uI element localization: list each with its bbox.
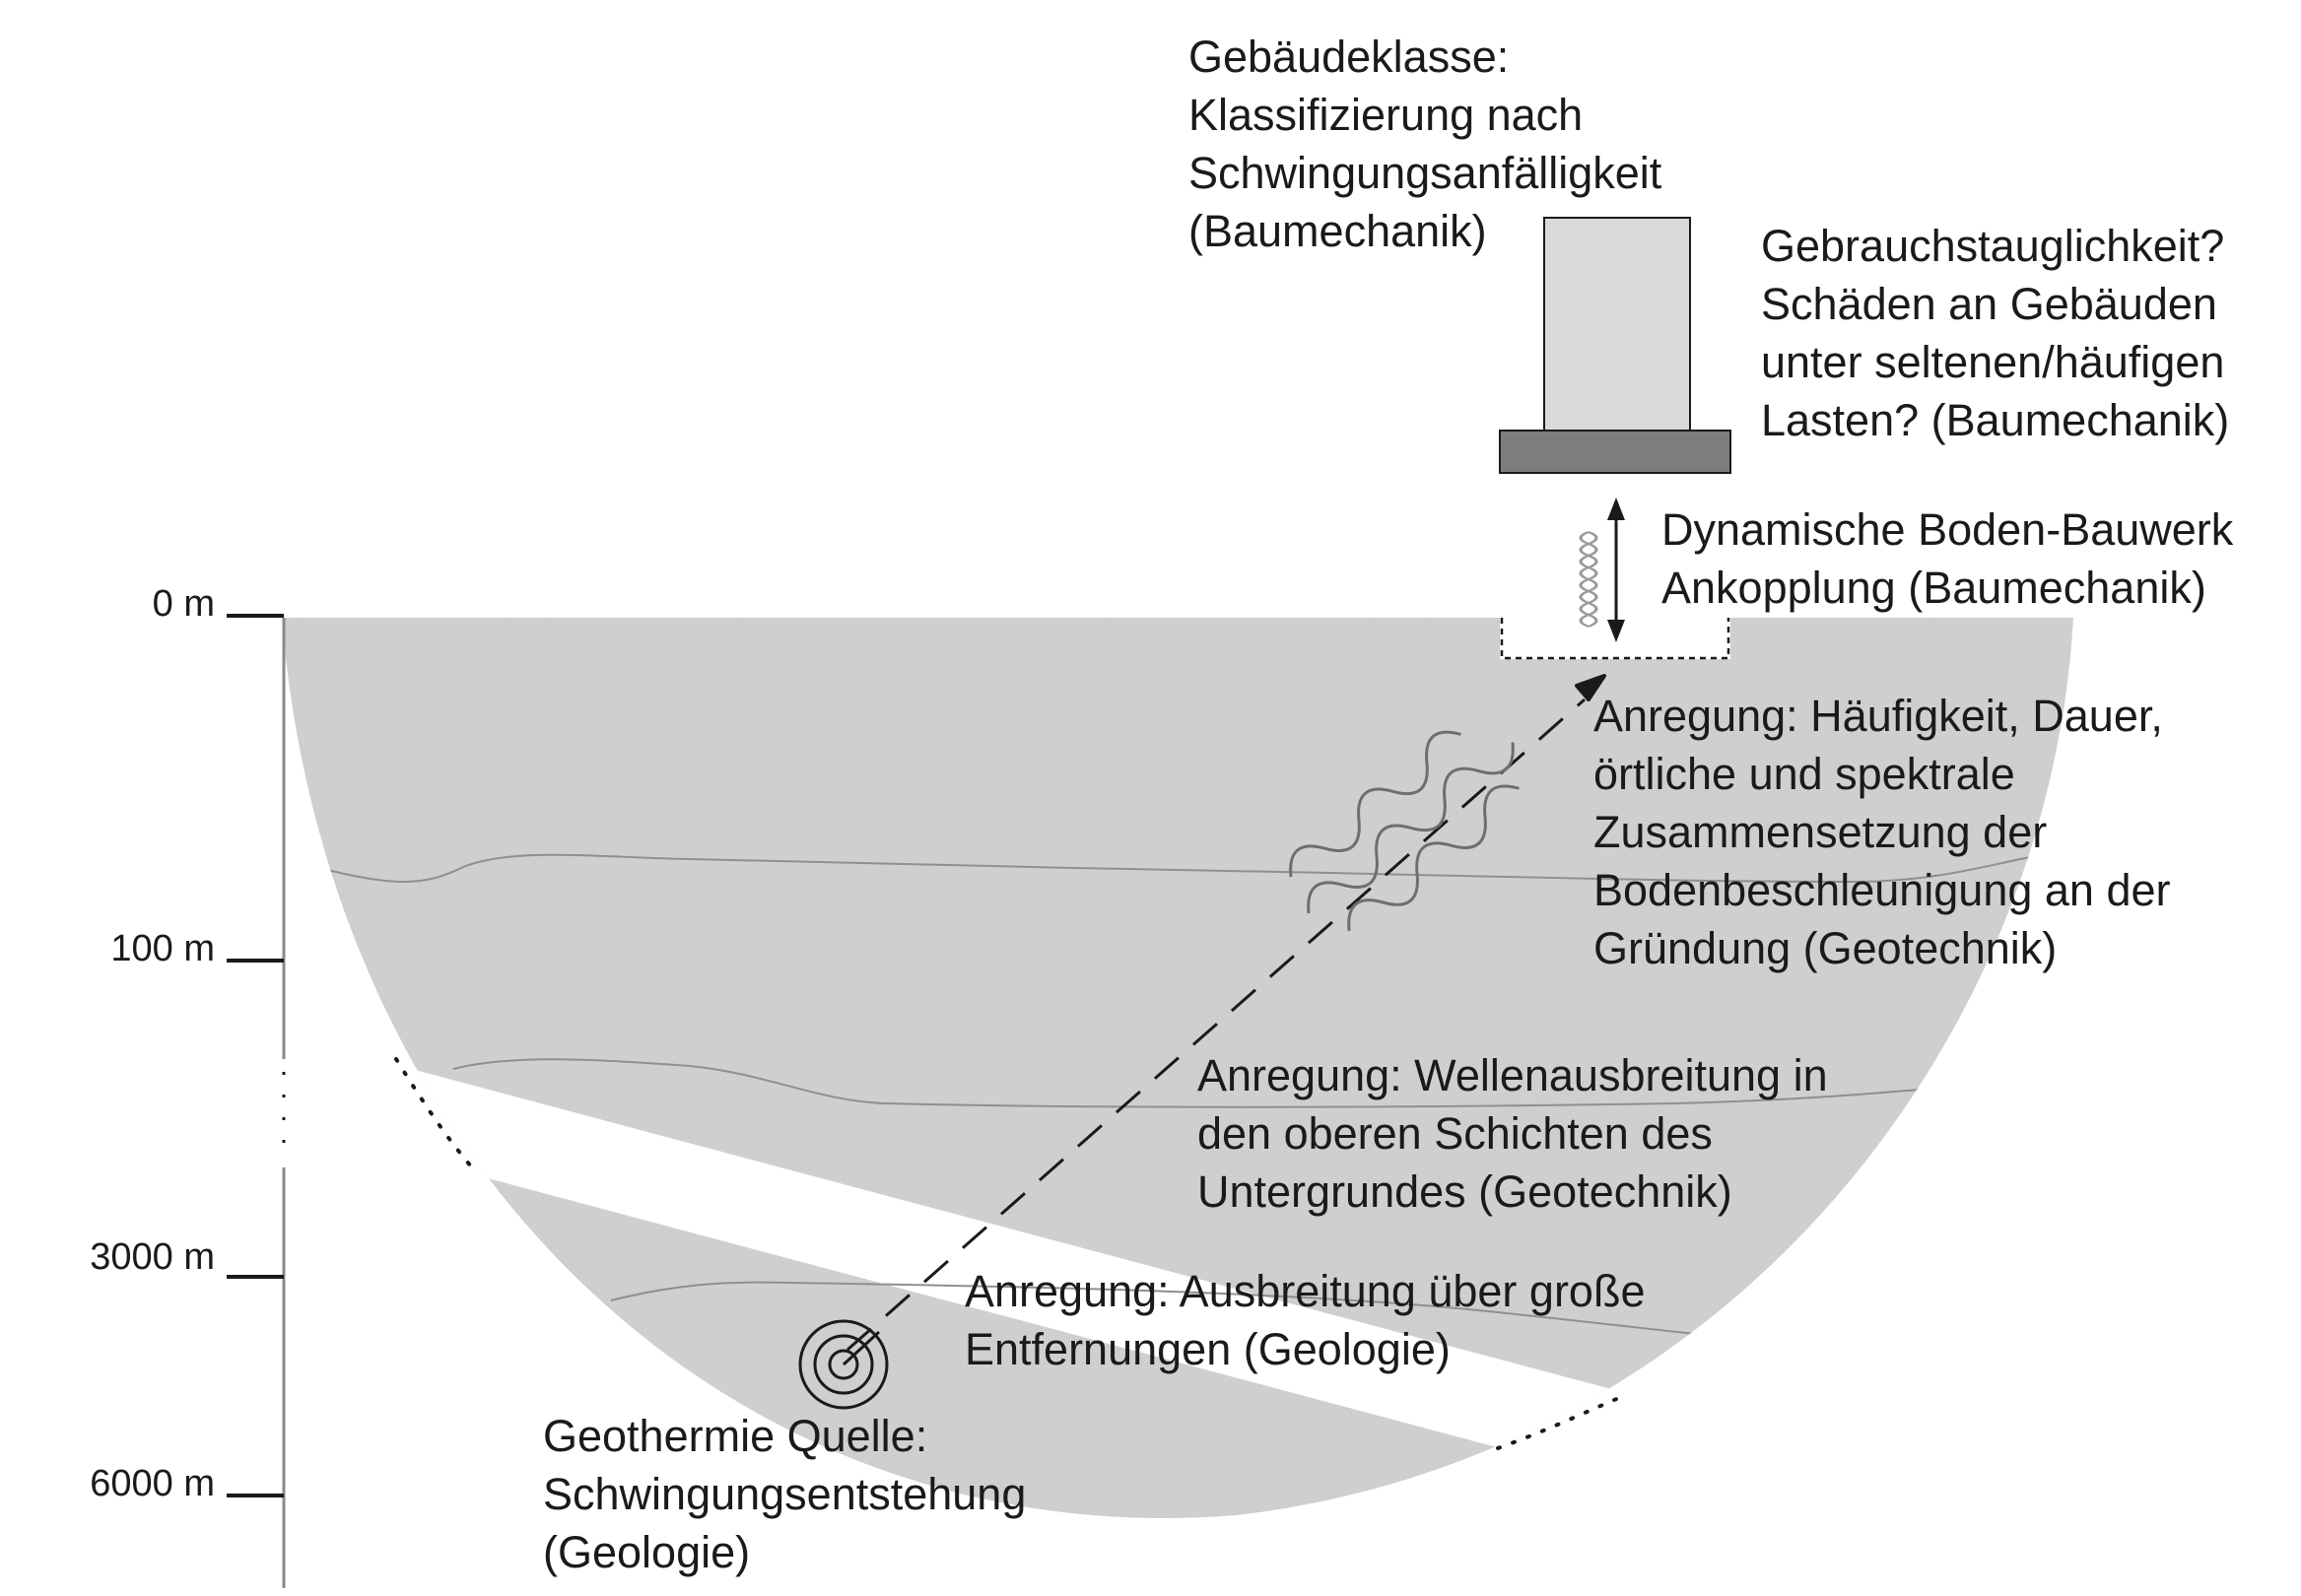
label-excitation-upper-layers: Anregung: Wellenausbreitung in den obere… [1197, 1046, 1828, 1221]
dashed-arrow-icon [846, 674, 1606, 1352]
fault-dotted-upper [394, 1057, 480, 1176]
layer-boundary-1 [314, 853, 2031, 884]
depth-label-3000: 3000 m [90, 1236, 215, 1278]
source-ray [842, 1330, 881, 1366]
coupling-arrow-up [1607, 498, 1625, 520]
label-excitation-upper-layers-line: Untergrundes (Geotechnik) [1197, 1166, 1732, 1217]
concentric-circles-icon [798, 1319, 889, 1410]
label-excitation-foundation-line: Gründung (Geotechnik) [1593, 923, 2058, 973]
label-source-line: (Geologie) [543, 1527, 751, 1577]
source-ring-outer [798, 1319, 889, 1410]
label-building-class-line: (Baumechanik) [1188, 206, 1487, 256]
label-excitation-upper-layers-line: Anregung: Wellenausbreitung in [1197, 1050, 1828, 1100]
label-source: Geothermie Quelle: Schwingungsentstehung… [543, 1407, 1026, 1581]
seismic-wave-icon [1289, 730, 1520, 932]
label-building-class-line: Gebäudeklasse: [1188, 32, 1510, 82]
label-coupling-line: Dynamische Boden-Bauwerk [1661, 504, 2234, 555]
wave-squiggle-2 [1307, 742, 1515, 914]
label-serviceability-line: unter seltenen/häufigen [1761, 337, 2225, 387]
label-serviceability-line: Lasten? (Baumechanik) [1761, 395, 2230, 445]
label-excitation-distance: Anregung: Ausbreitung über große Entfern… [965, 1262, 1645, 1378]
wave-squiggle-1 [1289, 730, 1461, 878]
wave-squiggle-3 [1347, 784, 1520, 932]
label-excitation-distance-line: Anregung: Ausbreitung über große [965, 1266, 1646, 1316]
label-serviceability: Gebrauchstauglichkeit? Schäden an Gebäud… [1761, 217, 2229, 449]
propagation-arrowhead [1575, 674, 1606, 701]
label-excitation-upper-layers-line: den oberen Schichten des [1197, 1108, 1713, 1159]
depth-label-100: 100 m [110, 928, 215, 969]
source-ring-middle [813, 1334, 874, 1395]
foundation-pit-outline [1500, 618, 1730, 660]
building [1499, 217, 1731, 474]
fault-band [374, 1059, 1641, 1450]
label-excitation-foundation-line: Anregung: Häufigkeit, Dauer, [1593, 691, 2163, 741]
building-foundation [1499, 430, 1731, 474]
building-body [1543, 217, 1691, 432]
label-coupling-line: Ankopplung (Baumechanik) [1661, 563, 2206, 613]
depth-label-6000: 6000 m [90, 1463, 215, 1504]
label-excitation-distance-line: Entfernungen (Geologie) [965, 1324, 1451, 1374]
layer-boundary-2 [452, 1058, 1932, 1108]
source-ring-inner [828, 1349, 859, 1380]
fault-dotted-lower [1496, 1395, 1623, 1450]
label-serviceability-line: Schäden an Gebäuden [1761, 279, 2217, 329]
layer-boundary-3 [610, 1281, 1706, 1336]
label-building-class-line: Schwingungsanfälligkeit [1188, 148, 1662, 198]
label-excitation-foundation: Anregung: Häufigkeit, Dauer, örtliche un… [1593, 687, 2170, 977]
label-excitation-foundation-line: Bodenbeschleunigung an der [1593, 865, 2171, 915]
coupling-wave-2 [1579, 531, 1598, 628]
label-coupling: Dynamische Boden-Bauwerk Ankopplung (Bau… [1661, 500, 2233, 617]
depth-axis [227, 614, 286, 1588]
coupling-arrow-down [1607, 620, 1625, 642]
label-excitation-foundation-line: Zusammensetzung der [1593, 807, 2048, 857]
propagation-path [846, 698, 1586, 1352]
double-arrow-wave-icon [1579, 498, 1625, 642]
label-serviceability-line: Gebrauchstauglichkeit? [1761, 221, 2225, 271]
depth-label-0: 0 m [152, 583, 215, 625]
label-excitation-foundation-line: örtliche und spektrale [1593, 749, 2015, 799]
label-building-class-line: Klassifizierung nach [1188, 90, 1584, 140]
label-building-class: Gebäudeklasse: Klassifizierung nach Schw… [1188, 28, 1661, 260]
label-source-line: Schwingungsentstehung [543, 1469, 1027, 1519]
label-source-line: Geothermie Quelle: [543, 1411, 928, 1461]
